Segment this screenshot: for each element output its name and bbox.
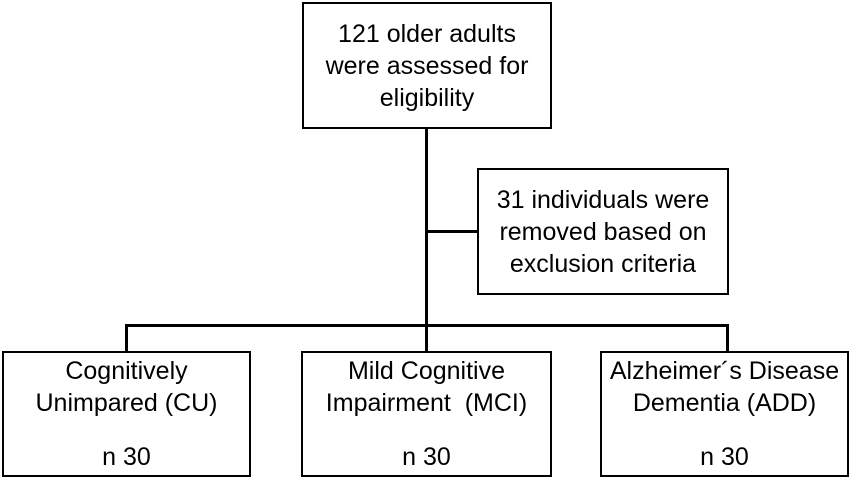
connector-to-group-add <box>726 324 729 353</box>
group-cu-line-1: Cognitively <box>65 357 188 385</box>
group-mci-count: n 30 <box>402 443 451 471</box>
group-add-count: n 30 <box>700 443 749 471</box>
group-box-mci: Mild Cognitive Impairment (MCI) n 30 <box>301 351 552 477</box>
connector-to-exclusion <box>425 230 478 233</box>
group-box-add: Alzheimer´s Disease Dementia (ADD) n 30 <box>600 351 849 477</box>
eligibility-line-3: eligibility <box>379 83 475 112</box>
exclusion-line-2: removed based on <box>499 217 707 246</box>
group-mci-line-1: Mild Cognitive <box>347 357 505 385</box>
connector-to-group-cu <box>125 324 128 353</box>
eligibility-line-1: 121 older adults <box>338 19 516 48</box>
group-add-line-1: Alzheimer´s Disease <box>609 357 840 385</box>
group-box-cu: Cognitively Unimpared (CU) n 30 <box>2 351 251 477</box>
exclusion-line-3: exclusion criteria <box>509 249 697 278</box>
group-add-line-2: Dementia (ADD) <box>632 389 817 417</box>
connector-vertical-main <box>425 127 428 353</box>
exclusion-box: 31 individuals were removed based on exc… <box>477 168 729 295</box>
group-mci-line-2: Impairment (MCI) <box>325 389 528 417</box>
group-cu-count: n 30 <box>102 443 151 471</box>
connector-to-group-mci <box>425 324 428 353</box>
exclusion-line-1: 31 individuals were <box>496 185 710 214</box>
group-cu-line-2: Unimpared (CU) <box>35 389 218 417</box>
eligibility-line-2: were assessed for <box>325 51 529 80</box>
eligibility-box: 121 older adults were assessed for eligi… <box>302 2 552 129</box>
